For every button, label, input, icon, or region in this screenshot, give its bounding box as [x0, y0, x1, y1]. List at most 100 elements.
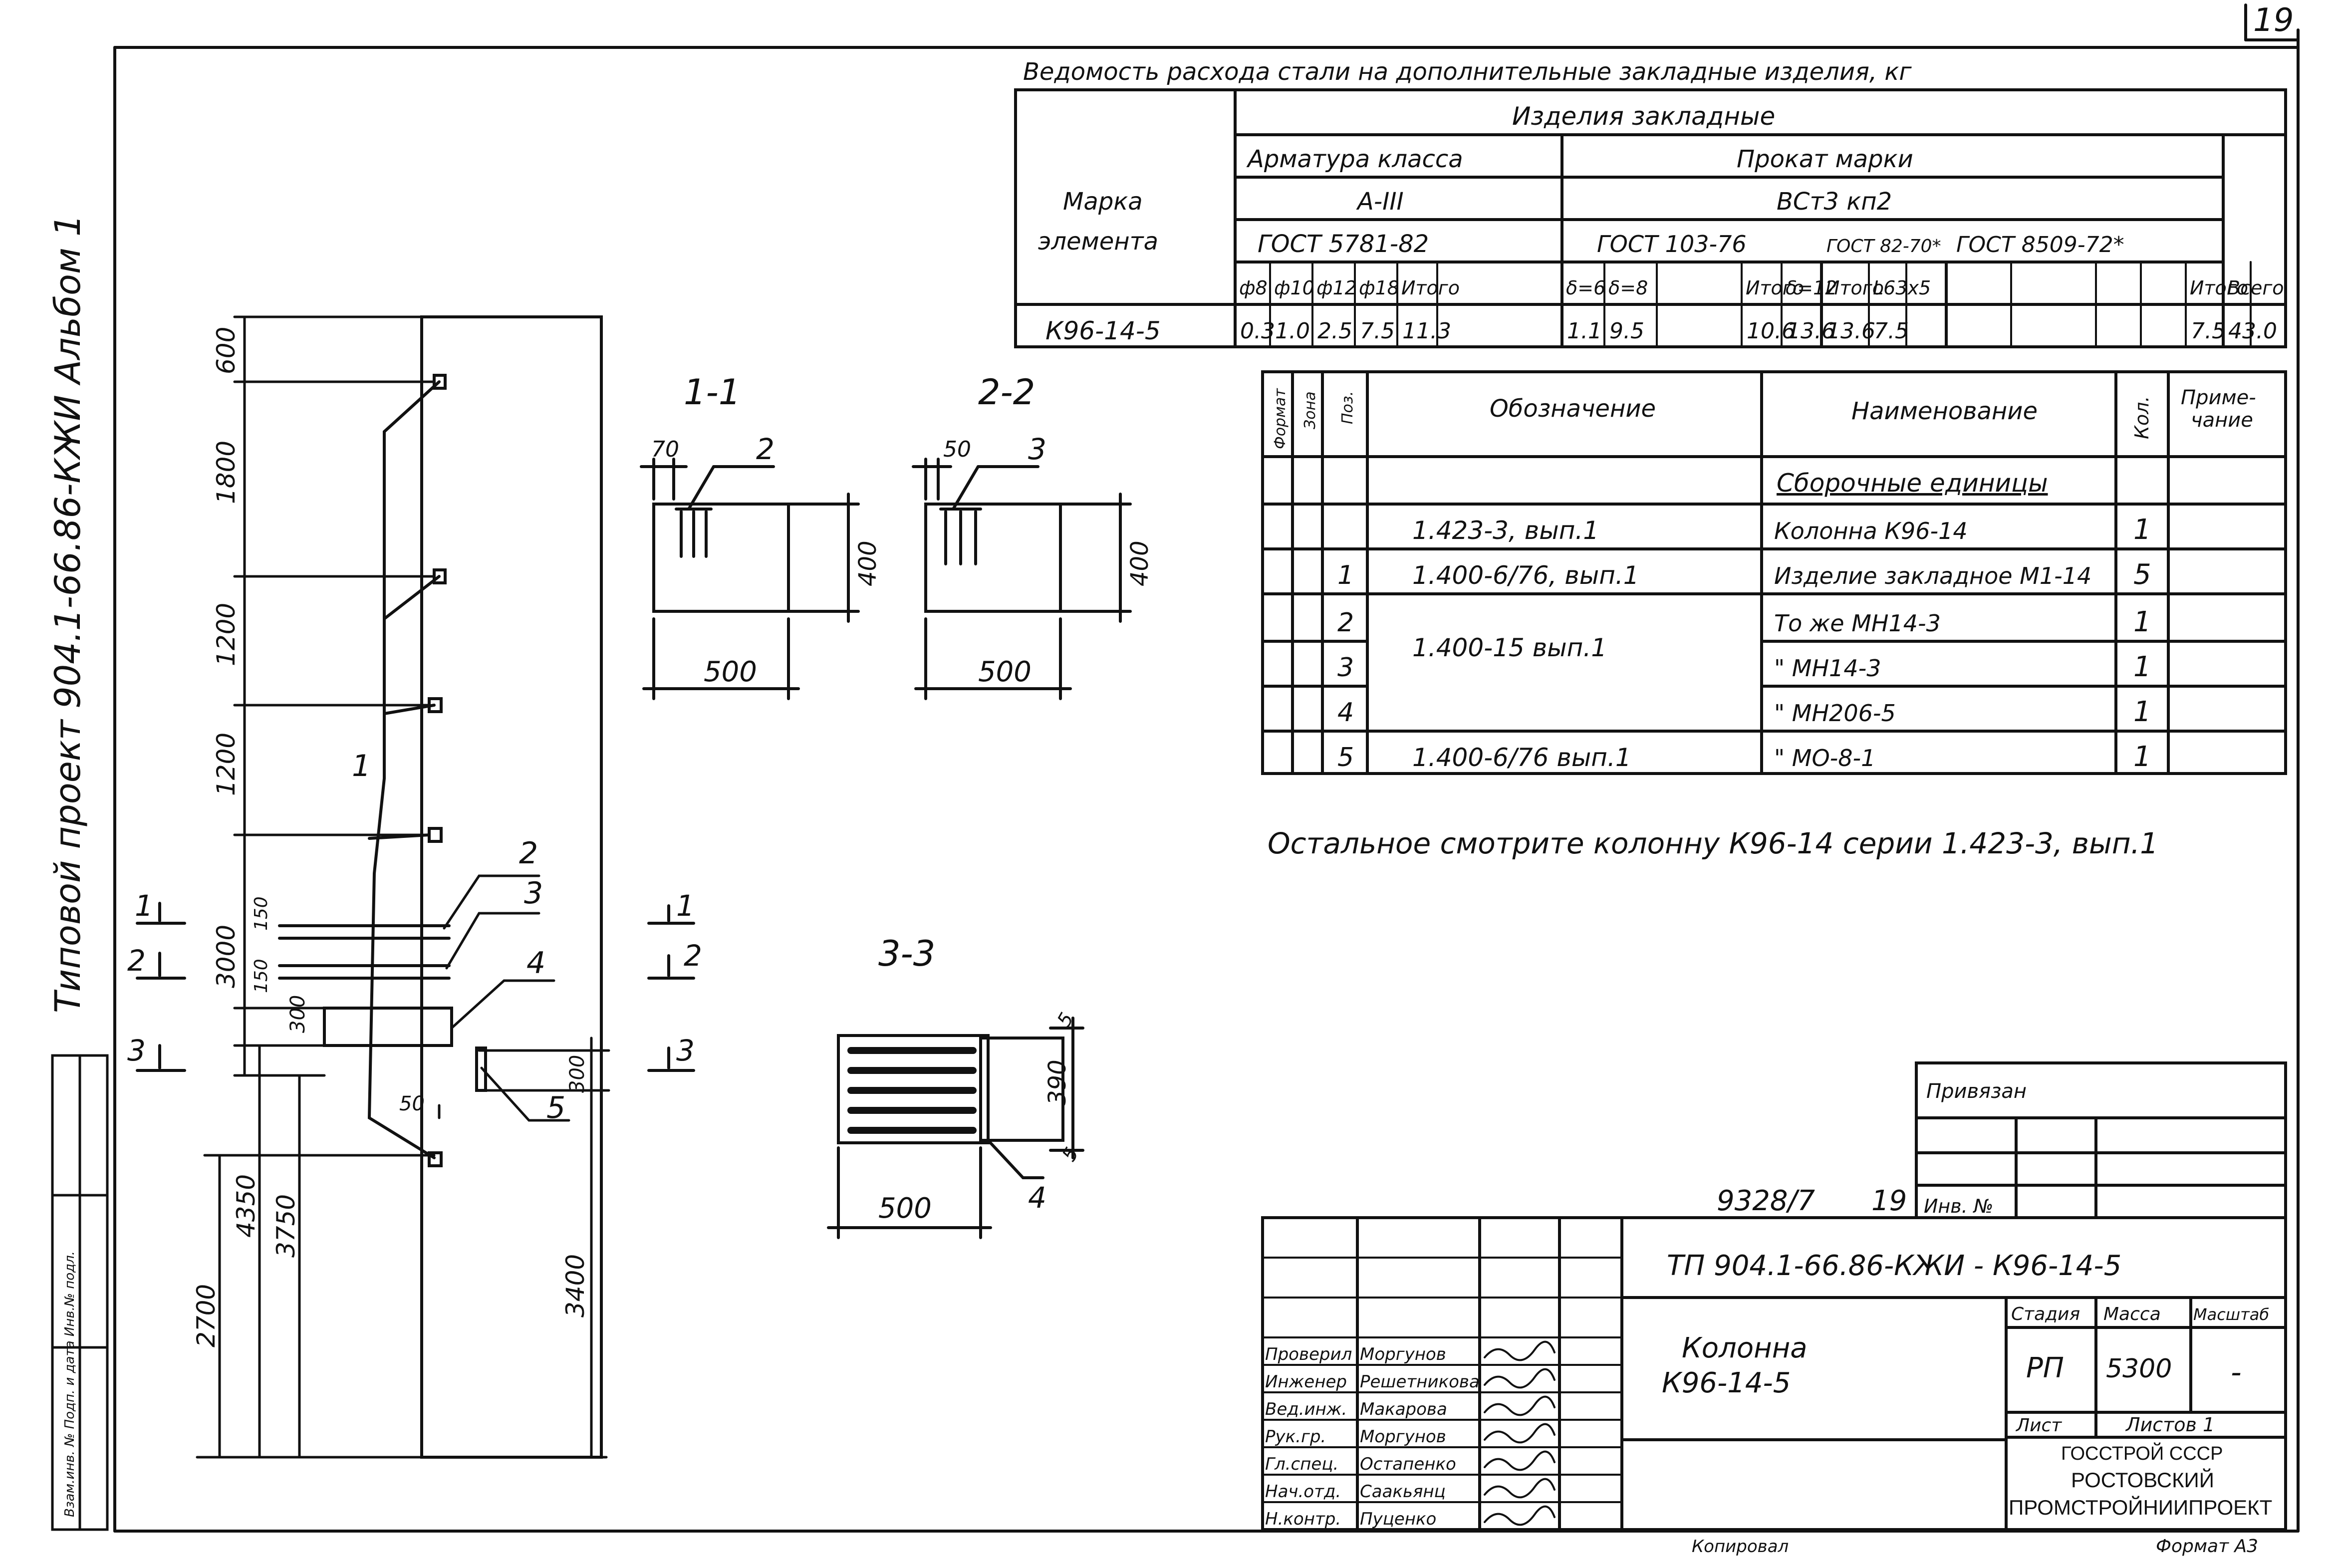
steel-row-value: 10.6: [1747, 318, 1796, 344]
steel-row-value: 7.5: [2191, 318, 2226, 344]
elevation-dim-labels: 6001800120012003000150150300300502700435…: [192, 327, 590, 1347]
steel-row-value: 13.6: [1826, 318, 1875, 344]
steel-col-label: Всего: [2227, 277, 2284, 299]
steel-table-title: Ведомость расхода стали на дополнительны…: [1023, 58, 1912, 86]
column-dimensions: [196, 315, 610, 1459]
section-marker-label: 2: [684, 939, 702, 973]
leader-3: [445, 912, 540, 970]
copied-label: Копировал: [1692, 1537, 1789, 1557]
section-3-3-title: 3-3: [878, 933, 935, 974]
spec-h-qty: Кол.: [2131, 396, 2153, 439]
steel-col-label: ф10: [1274, 277, 1314, 299]
tb-signer-name: Остапенко: [1360, 1454, 1456, 1474]
steel-col-label: Итого: [2190, 277, 2248, 299]
tb-signer-role: Вед.инж.: [1265, 1399, 1347, 1419]
tied-block: [1915, 1061, 2287, 1219]
tied-label: Привязан: [1926, 1080, 2027, 1103]
general-note: Остальное смотрите колонну К96-14 серии …: [1268, 826, 2158, 860]
spec-row-name: Изделие закладное М1-14: [1774, 562, 2091, 589]
elevation-dim-small: 150: [251, 959, 271, 993]
section-2-2: [912, 458, 1132, 700]
s33-pos-4: 4: [1028, 1181, 1046, 1215]
tb-signer-role: Гл.спец.: [1265, 1454, 1338, 1474]
section-marker-label: 1: [676, 889, 695, 923]
elevation-position: 3: [524, 876, 543, 911]
spec-row-designation: 1.400-6/76 вып.1: [1412, 743, 1631, 772]
section-marker-label: 3: [127, 1034, 146, 1067]
steel-table-grid: [1014, 88, 2287, 348]
spec-row-designation: 1.423-3, вып.1: [1412, 516, 1599, 545]
steel-row-value: 43.0: [2228, 318, 2277, 344]
spec-row-qty: 1: [2133, 741, 2151, 773]
title-block-rows: [1262, 1257, 1623, 1503]
steel-col-label: Итого: [1825, 277, 1884, 299]
steel-col-label: Итого: [1746, 277, 1804, 299]
steel-h-rolled: Прокат марки: [1737, 145, 1913, 173]
elevation-dim-small: 300: [286, 995, 309, 1033]
tb-signer-name: Моргунов: [1360, 1427, 1446, 1447]
tb-signer-name: Моргунов: [1360, 1344, 1446, 1364]
signature-mark: [1484, 1423, 1556, 1444]
tb-mass: 5300: [2106, 1354, 2172, 1384]
tb-signer-role: Проверил: [1265, 1344, 1352, 1364]
spec-row-pos: 4: [1337, 698, 1354, 728]
s11-dim-400: 400: [854, 540, 882, 586]
steel-h-rebar-class: A-III: [1356, 188, 1404, 216]
steel-row-mark: К96-14-5: [1045, 316, 1161, 345]
tb-name: Колонна: [1682, 1332, 1808, 1364]
tb-signer-role: Инженер: [1265, 1372, 1347, 1392]
elevation-dim-label: 1800: [212, 441, 241, 504]
leader-5: [480, 1066, 570, 1122]
elevation-dim-label: 1200: [212, 733, 241, 796]
steel-col-label: δ=6: [1566, 277, 1605, 299]
spec-row-name: " МН206-5: [1774, 700, 1896, 727]
s33-dim-390: 390: [1043, 1059, 1071, 1105]
spec-h-pos: Поз.: [1339, 391, 1356, 424]
callout-leaders: [443, 874, 570, 1122]
steel-h-rolled-grade: ВСт3 кп2: [1777, 188, 1892, 216]
tb-element: К96-14-5: [1662, 1367, 1791, 1399]
side-stamp-text: Взам.инв. № Подп. и дата Инв.№ подл.: [62, 1251, 77, 1517]
tb-signer-role: Н.контр.: [1265, 1509, 1341, 1529]
steel-row-value: 9.5: [1609, 318, 1644, 344]
elevation-dim-label: 3750: [271, 1194, 300, 1258]
spec-row-name: " МН14-3: [1774, 655, 1881, 682]
tb-org-2: РОСТОВСКИЙ: [2071, 1468, 2214, 1492]
elevation-position: 2: [519, 836, 538, 871]
steel-col-label: δ=8: [1608, 277, 1648, 299]
spec-h-designation: Обозначение: [1490, 395, 1656, 423]
spec-section-title: Сборочные единицы: [1777, 469, 2048, 498]
steel-col-label: Итого: [1401, 277, 1460, 299]
tb-org-3: ПРОМСТРОЙНИИПРОЕКТ: [2009, 1495, 2272, 1519]
doc-sheet: 19: [1871, 1185, 1907, 1217]
steel-col-label: δ=12: [1786, 277, 1837, 299]
steel-col-label: L63x5: [1873, 277, 1931, 299]
s22-dim-400: 400: [1126, 540, 1154, 586]
tb-signer-name: Решетникова: [1360, 1372, 1480, 1392]
signature-mark: [1484, 1340, 1556, 1361]
elevation-dim-small: 300: [566, 1055, 589, 1093]
steel-h-gost3: ГОСТ 8509-72*: [1956, 232, 2124, 258]
spec-row-name: Колонна К96-14: [1774, 518, 1968, 544]
elevation-dim-small: 50: [399, 1092, 425, 1115]
spec-rows: 1.423-3, вып.1 Колонна К96-14 1 1 1.400-6/76…: [1337, 514, 2151, 773]
sheet-frame: [113, 3, 2300, 1533]
spec-h-format: Формат: [1272, 388, 1289, 449]
spec-row-pos: 2: [1337, 608, 1354, 638]
s11-dim-70: 70: [651, 437, 679, 462]
section-1-1-title: 1-1: [684, 372, 741, 413]
signature-mark: [1484, 1505, 1556, 1526]
tb-signer-role: Рук.гр.: [1265, 1427, 1326, 1447]
section-1-1: [640, 458, 860, 700]
steel-col-label: ф18: [1359, 277, 1399, 299]
tb-stage: РП: [2026, 1352, 2064, 1384]
spec-row-qty: 1: [2133, 514, 2151, 546]
tb-scale: -: [2231, 1355, 2242, 1390]
steel-row-value: 11.3: [1402, 318, 1451, 344]
tb-stage-h: Стадия: [2011, 1304, 2080, 1324]
section-3-3: [827, 1017, 1084, 1239]
steel-row-value: 1.1: [1567, 318, 1602, 344]
